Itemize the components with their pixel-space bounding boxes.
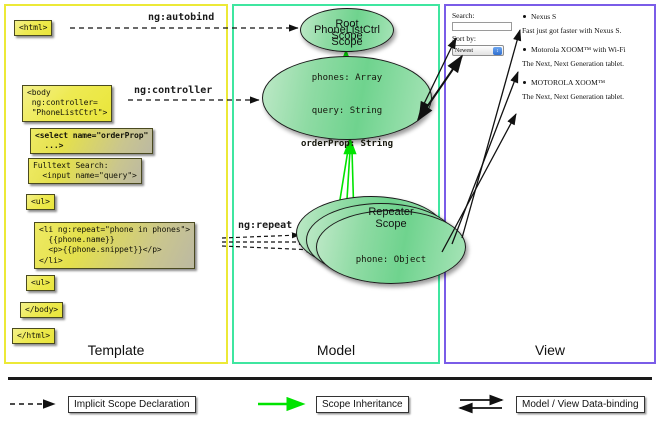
legend-item-implicit-scope-declaration: Implicit Scope Declaration [8, 393, 196, 415]
phone-name: MOTOROLA XOOM™ [522, 78, 650, 87]
phone-snippet: The Next, Next Generation tablet. [522, 92, 625, 101]
legend-label-implicit: Implicit Scope Declaration [68, 395, 196, 413]
legend-item-scope-inheritance: Scope Inheritance [256, 393, 409, 415]
phone-snippet: Fast just got faster with Nexus S. [522, 26, 622, 35]
double-arrow-icon [458, 394, 504, 414]
sort-by-select[interactable]: Newest ↕ [452, 45, 504, 56]
green-arrow-icon [258, 396, 306, 412]
scope-ctrl-prop-query: query: String [311, 106, 383, 117]
list-item[interactable]: Motorola XOOM™ with Wi-Fi The Next, Next… [522, 45, 650, 68]
scope-repeater: Repeater Scope phone: Object [316, 206, 466, 284]
scope-repeater-prop-phone: phone: Object [355, 255, 427, 266]
scope-ctrl-prop-orderprop: orderProp: String [300, 139, 394, 150]
list-item[interactable]: Nexus S Fast just got faster with Nexus … [522, 12, 650, 35]
scope-ctrl-prop-phones: phones: Array [311, 73, 383, 84]
scope-repeater-title-line2: Scope [375, 218, 407, 231]
legend-label-inheritance: Scope Inheritance [316, 395, 409, 413]
note-html-close: </html> [12, 328, 56, 345]
note-html-open: <html> [14, 20, 53, 37]
sort-by-label: Sort by: [452, 34, 476, 43]
panel-model-label: Model [316, 342, 356, 358]
dashed-arrow-icon [10, 399, 56, 409]
note-select: <select name="orderProp" ...> [30, 128, 154, 155]
search-input[interactable] [452, 22, 512, 31]
scope-ctrl-title-line2: Scope [331, 36, 363, 49]
label-ng-controller: ng:controller [134, 85, 213, 96]
phone-name: Nexus S [522, 12, 650, 21]
note-ul-close: <ul> [26, 275, 55, 292]
label-ng-repeat: ng:repeat [238, 220, 293, 231]
panel-template-label: Template [87, 342, 145, 358]
scope-ctrl-title-line1: PhoneListCtrl [313, 23, 381, 36]
list-item[interactable]: MOTOROLA XOOM™ The Next, Next Generation… [522, 78, 650, 101]
sort-by-selected-value: Newest [455, 47, 473, 54]
scope-root-title-line2: Scope [331, 30, 363, 42]
chevron-updown-icon: ↕ [493, 47, 502, 55]
note-input: Fulltext Search: <input name="query"> [28, 158, 142, 185]
panel-view-label: View [534, 342, 566, 358]
search-label: Search: [452, 11, 475, 20]
view-app: Search: Sort by: Newest ↕ Nexus S Fast j… [452, 11, 650, 132]
note-li-repeat: <li ng:repeat="phone in phones"> {{phone… [34, 222, 195, 269]
note-ul-open: <ul> [26, 194, 55, 211]
note-body-open: <body ng:controller= "PhoneListCtrl"> [22, 85, 113, 122]
phone-list: Nexus S Fast just got faster with Nexus … [522, 12, 650, 111]
phone-name: Motorola XOOM™ with Wi-Fi [522, 45, 650, 54]
legend-item-data-binding: Model / View Data-binding [456, 393, 645, 415]
scope-root-title-line1: Root [335, 17, 359, 30]
label-ng-autobind: ng:autobind [148, 12, 215, 23]
scope-repeater-title-line1: Repeater [368, 205, 414, 218]
legend-label-databinding: Model / View Data-binding [516, 395, 645, 413]
legend-divider [8, 377, 652, 380]
phone-snippet: The Next, Next Generation tablet. [522, 59, 625, 68]
scope-phonelistctrl: PhoneListCtrl Scope phones: Array query:… [262, 24, 432, 149]
note-body-close: </body> [20, 302, 64, 319]
